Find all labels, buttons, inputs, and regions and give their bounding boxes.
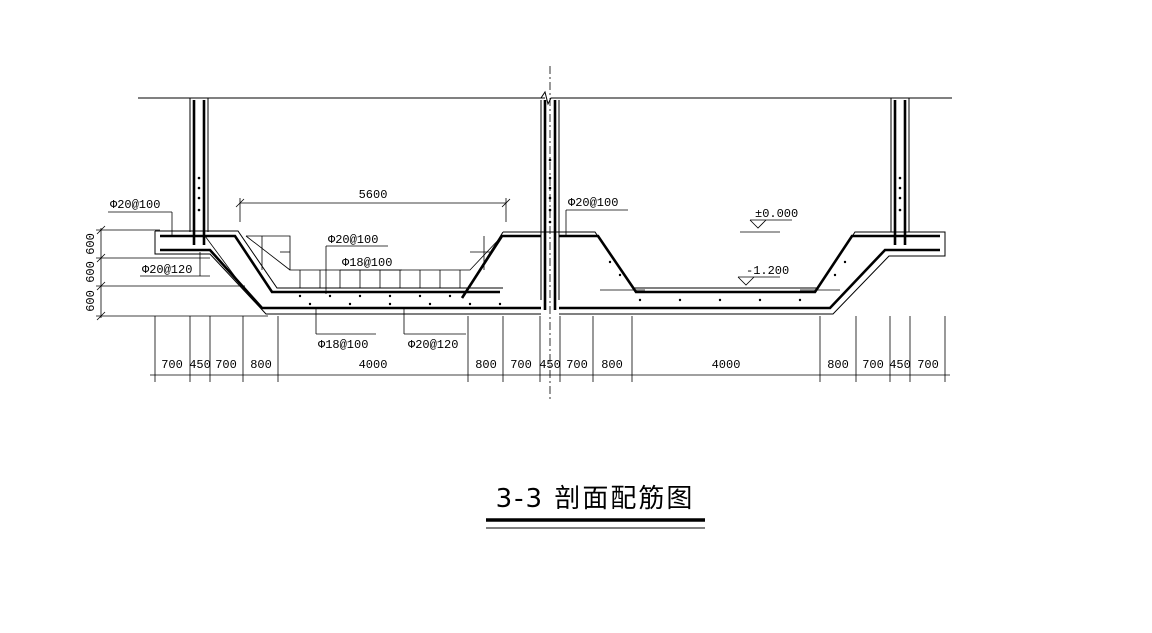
left-dim-1: 600 xyxy=(84,233,98,255)
elevation-bottom: -1.200 xyxy=(746,264,789,278)
title-text: 3-3 剖面配筋图 xyxy=(496,484,695,514)
dim-7: 700 xyxy=(510,358,532,372)
label-mid-bottom-left: Φ18@100 xyxy=(318,338,368,352)
left-dimension-chain: 600 600 600 xyxy=(84,225,268,321)
label-mid-bottom-right: Φ20@120 xyxy=(408,338,458,352)
rebar-right-pit xyxy=(559,234,940,310)
dim-2: 450 xyxy=(189,358,211,372)
dim-12: 800 xyxy=(827,358,849,372)
span-dimension: 5600 xyxy=(235,188,511,222)
bottom-dimension-chain: 700 450 700 800 4000 800 700 450 700 800… xyxy=(150,316,950,382)
rebar-labels: Φ20@100 Φ20@120 Φ20@100 Φ18@100 Φ18@100 … xyxy=(108,196,628,352)
elevation-top: ±0.000 xyxy=(755,207,798,221)
left-dim-2: 600 xyxy=(84,261,98,283)
label-mid-second: Φ18@100 xyxy=(342,256,392,270)
elevation-markers: ±0.000 -1.200 xyxy=(737,207,798,286)
right-wall xyxy=(890,98,910,245)
dim-9: 700 xyxy=(566,358,588,372)
left-wall xyxy=(189,98,209,245)
dim-14: 450 xyxy=(889,358,911,372)
dim-8: 450 xyxy=(539,358,561,372)
dim-11: 4000 xyxy=(712,358,741,372)
left-dim-3: 600 xyxy=(84,290,98,312)
dim-6: 800 xyxy=(475,358,497,372)
label-left-bottom: Φ20@120 xyxy=(142,263,192,277)
rebar-left-pit xyxy=(160,234,541,310)
dim-13: 700 xyxy=(862,358,884,372)
dim-15: 700 xyxy=(917,358,939,372)
drawing-title: 3-3 剖面配筋图 xyxy=(486,484,705,529)
middle-wall xyxy=(540,66,560,402)
dim-5: 4000 xyxy=(359,358,388,372)
label-right-top: Φ20@100 xyxy=(568,196,618,210)
dim-3: 700 xyxy=(215,358,237,372)
span-label: 5600 xyxy=(359,188,388,202)
dim-1: 700 xyxy=(161,358,183,372)
dim-10: 800 xyxy=(601,358,623,372)
label-mid-top: Φ20@100 xyxy=(328,233,378,247)
dim-4: 800 xyxy=(250,358,272,372)
label-left-top: Φ20@100 xyxy=(110,198,160,212)
